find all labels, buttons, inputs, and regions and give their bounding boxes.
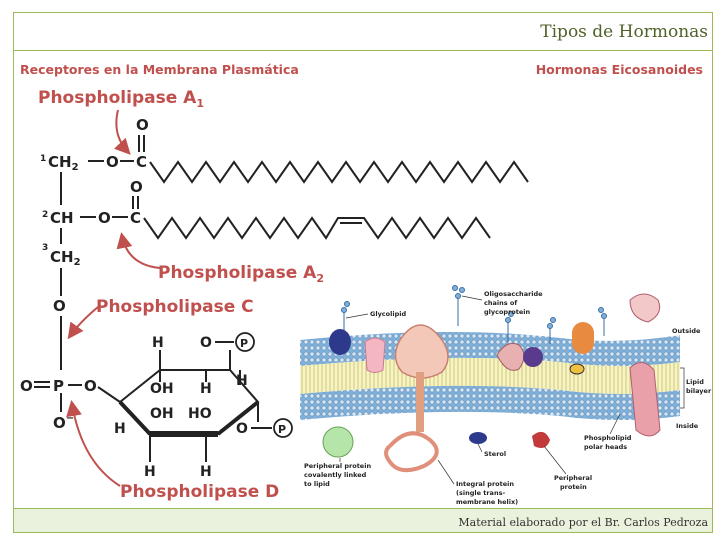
- ring-oh-1: OH: [150, 381, 174, 397]
- label-inside: Inside: [676, 422, 699, 430]
- label-lipid-bilayer-2: bilayer: [686, 387, 712, 395]
- label-integral-2: (single trans-: [456, 489, 505, 497]
- arrow-a2: [116, 232, 161, 269]
- fatty-acid-chain-2: [143, 216, 491, 240]
- transmembrane-protein-pink: [629, 362, 661, 437]
- ring-o-top: O: [200, 335, 212, 351]
- label-lipid-bilayer-1: Lipid: [686, 378, 704, 386]
- ring-h-6: H: [200, 464, 212, 480]
- purple-protein: [523, 347, 543, 367]
- c2-group: CH: [50, 209, 74, 227]
- oligosaccharide-chains: [341, 285, 607, 344]
- phosphate-circle-p1: P: [240, 337, 248, 350]
- carbonyl-c2: C: [130, 209, 141, 227]
- peripheral-protein-pink: [364, 337, 386, 373]
- carbonyl-o1: O: [136, 116, 149, 134]
- outside-peripheral-protein: [629, 293, 661, 323]
- phosphate-circle-icon: [273, 418, 293, 438]
- phosphorus: P: [53, 377, 64, 395]
- label-oligosaccharide-3: glycoprotein: [484, 308, 531, 316]
- footer-divider: [13, 508, 713, 509]
- c1-group: CH2: [48, 153, 79, 173]
- orange-protein: [572, 322, 594, 354]
- phospholipase-c-label: Phospholipase C: [96, 297, 254, 317]
- subtitle-right: Hormonas Eicosanoides: [535, 62, 703, 77]
- arrow-a1: [113, 109, 131, 155]
- inner-protein-blue: [469, 432, 487, 444]
- lipid-bilayer: [300, 331, 680, 420]
- fatty-acid-chain-1: [149, 160, 529, 184]
- ester-o2: O: [98, 209, 111, 227]
- label-integral-1: Integral protein: [456, 480, 514, 488]
- slide-title: Tipos de Hormonas: [540, 22, 708, 42]
- subtitle-left: Receptores en la Membrana Plasmática: [20, 62, 299, 77]
- ring-h-4: H: [114, 421, 126, 437]
- footer-bar: [14, 509, 712, 532]
- label-peripheral-covalent-1: Peripheral protein: [304, 462, 371, 470]
- phosphate-circle-p2: P: [278, 423, 286, 436]
- membrane-leader-lines: [339, 295, 685, 485]
- ring-h-1: H: [152, 335, 164, 351]
- label-phospholipid-1: Phospholipid: [584, 434, 632, 442]
- label-peripheral-covalent-2: covalently linked: [304, 471, 367, 479]
- integral-protein-body: [394, 324, 449, 379]
- c3-group: CH2: [50, 248, 81, 268]
- label-glycolipid: Glycolipid: [370, 310, 406, 318]
- slide-footer: Material elaborado por el Br. Carlos Ped…: [458, 516, 708, 529]
- carbonyl-o2: O: [130, 178, 143, 196]
- ester-o1: O: [106, 153, 119, 171]
- phosphate-ester-o: O: [53, 297, 66, 315]
- ring-h-5: H: [144, 464, 156, 480]
- phospholipase-d-label: Phospholipase D: [120, 482, 279, 502]
- label-peripheral-2: protein: [560, 483, 587, 491]
- inositol-ring: [118, 350, 260, 462]
- phosphate-o-bridge: O: [84, 377, 97, 395]
- ring-h-3: H: [236, 373, 248, 389]
- label-outside: Outside: [672, 327, 701, 335]
- header-divider: [13, 50, 713, 51]
- phosphate-o-minus: O−: [53, 413, 74, 432]
- c1-number: 1: [40, 154, 46, 164]
- peripheral-protein-green: [322, 426, 354, 458]
- phosphate-o-double: O: [20, 377, 33, 395]
- phospholipase-a1-label: Phospholipase A1: [38, 88, 204, 110]
- ring-o-right: O: [236, 421, 248, 437]
- label-phospholipid-2: polar heads: [584, 443, 627, 451]
- label-sterol: Sterol: [484, 450, 506, 458]
- integral-protein-tail: [384, 431, 439, 473]
- peripheral-protein-red: [532, 431, 550, 448]
- c3-number: 3: [42, 243, 48, 253]
- c2-number: 2: [42, 210, 48, 220]
- label-peripheral-covalent-3: to lipid: [304, 480, 330, 488]
- ring-oh-2: OH: [150, 406, 174, 422]
- carbonyl-c1: C: [136, 153, 147, 171]
- ring-h-2: H: [200, 381, 212, 397]
- arrow-d: [66, 400, 121, 487]
- ring-ho: HO: [188, 406, 212, 422]
- arrow-c: [67, 306, 99, 340]
- phospholipase-a2-label: Phospholipase A2: [158, 263, 324, 285]
- label-integral-3: membrane helix): [456, 498, 518, 506]
- glycolipid-protein: [329, 329, 351, 355]
- sterol-ring: [569, 363, 585, 375]
- label-oligosaccharide-1: Oligosaccharide: [484, 290, 543, 298]
- slide-frame: [13, 12, 713, 533]
- label-oligosaccharide-2: chains of: [484, 299, 517, 307]
- phosphate-circle-icon: [235, 332, 255, 352]
- label-peripheral-1: Peripheral: [554, 474, 592, 482]
